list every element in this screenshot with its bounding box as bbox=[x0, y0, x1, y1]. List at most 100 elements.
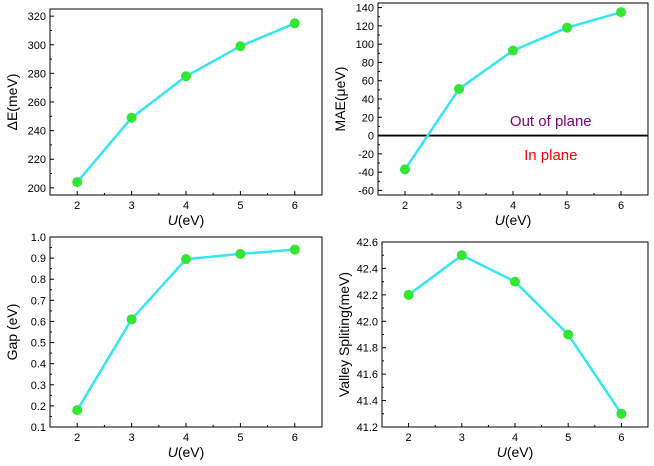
data-point bbox=[126, 314, 137, 325]
y-tick-label: 42.2 bbox=[357, 290, 378, 302]
x-tick-label: 3 bbox=[456, 200, 462, 212]
y-tick-label: 80 bbox=[362, 57, 374, 69]
y-tick-label: 0.3 bbox=[31, 380, 46, 392]
data-point bbox=[562, 22, 572, 33]
data-point bbox=[181, 254, 191, 265]
y-tick-label: 280 bbox=[28, 68, 46, 80]
y-tick-label: 260 bbox=[28, 97, 46, 109]
plot-frame bbox=[381, 241, 649, 428]
data-point bbox=[563, 329, 574, 340]
series-line bbox=[76, 248, 295, 411]
annotation-in-plane: In plane bbox=[524, 147, 577, 164]
y-tick-label: 41.6 bbox=[357, 369, 378, 381]
y-tick-label: 0.9 bbox=[31, 253, 46, 265]
y-tick-label: 0.2 bbox=[31, 401, 46, 413]
plot-frame bbox=[377, 2, 649, 196]
annotation-out-of-plane: Out of plane bbox=[510, 113, 592, 130]
y-tick-label: 42.6 bbox=[357, 237, 378, 249]
y-tick-label: 0.1 bbox=[31, 422, 46, 434]
y-tick-label: 0.7 bbox=[31, 295, 46, 307]
x-axis-label: U(eV) bbox=[168, 444, 205, 460]
y-tick-label: 0.4 bbox=[31, 359, 46, 371]
data-point bbox=[72, 405, 83, 416]
x-axis-label-symbol: U bbox=[497, 444, 508, 460]
y-tick-label: 60 bbox=[362, 76, 374, 88]
data-point bbox=[403, 289, 414, 300]
x-axis-label-symbol: U bbox=[495, 212, 506, 228]
data-point bbox=[126, 112, 137, 123]
y-tick-label: 0.6 bbox=[31, 316, 46, 328]
y-tick-label: 1.0 bbox=[31, 232, 46, 244]
y-tick-label: 0.5 bbox=[31, 338, 46, 350]
y-tick-label: 240 bbox=[28, 126, 46, 138]
series-line bbox=[403, 10, 622, 171]
x-axis-label-unit: (eV) bbox=[505, 212, 531, 228]
x-tick-label: 2 bbox=[402, 200, 408, 212]
data-point bbox=[510, 276, 520, 287]
x-tick-label: 4 bbox=[512, 432, 518, 444]
data-point bbox=[616, 7, 626, 18]
x-tick-label: 6 bbox=[618, 200, 624, 212]
x-axis-label: U(eV) bbox=[497, 444, 534, 460]
plot-frame bbox=[49, 236, 323, 428]
x-tick-label: 5 bbox=[237, 200, 243, 212]
y-tick-label: 42.0 bbox=[357, 316, 378, 328]
y-axis-label: Valley Spliting(meV) bbox=[336, 272, 352, 397]
x-tick-label: 5 bbox=[565, 432, 571, 444]
x-tick-label: 4 bbox=[183, 432, 189, 444]
x-tick-label: 5 bbox=[564, 200, 570, 212]
x-tick-label: 2 bbox=[74, 200, 80, 212]
y-tick-label: 0.8 bbox=[31, 274, 46, 286]
series-line bbox=[76, 22, 296, 183]
data-point bbox=[456, 250, 467, 261]
y-tick-label: 41.8 bbox=[357, 343, 378, 355]
x-axis-label-unit: (eV) bbox=[507, 444, 533, 460]
data-point bbox=[454, 83, 464, 94]
data-point bbox=[400, 164, 410, 175]
data-point bbox=[181, 71, 191, 82]
x-tick-label: 6 bbox=[292, 200, 298, 212]
x-tick-label: 3 bbox=[129, 200, 135, 212]
y-tick-label: 220 bbox=[28, 154, 46, 166]
x-tick-label: 6 bbox=[618, 432, 624, 444]
y-tick-label: 300 bbox=[28, 40, 46, 52]
data-point bbox=[235, 41, 246, 52]
x-tick-label: 4 bbox=[183, 200, 189, 212]
data-point bbox=[616, 408, 627, 419]
y-axis-label: MAE(μeV) bbox=[332, 67, 348, 132]
data-point bbox=[508, 45, 518, 56]
y-tick-label: -40 bbox=[358, 167, 374, 179]
data-point bbox=[72, 177, 83, 188]
y-tick-label: 100 bbox=[356, 39, 374, 51]
x-axis-label: U(eV) bbox=[168, 212, 205, 228]
x-tick-label: 6 bbox=[292, 432, 298, 444]
y-tick-label: 120 bbox=[356, 21, 374, 33]
y-tick-label: -20 bbox=[358, 149, 374, 161]
x-tick-label: 2 bbox=[74, 432, 80, 444]
x-axis-label-unit: (eV) bbox=[178, 212, 204, 228]
x-tick-label: 3 bbox=[129, 432, 135, 444]
y-axis-label: ΔE(meV) bbox=[4, 74, 20, 131]
x-tick-label: 2 bbox=[406, 432, 412, 444]
y-axis-label: Gap (eV) bbox=[4, 304, 20, 361]
y-tick-label: 41.2 bbox=[357, 422, 378, 434]
y-tick-label: -60 bbox=[358, 185, 374, 197]
x-axis-label-unit: (eV) bbox=[178, 444, 204, 460]
y-tick-label: 0 bbox=[368, 131, 374, 143]
data-point bbox=[289, 244, 300, 255]
y-tick-label: 200 bbox=[28, 183, 46, 195]
data-point bbox=[289, 18, 300, 29]
data-point bbox=[235, 248, 246, 259]
x-tick-label: 3 bbox=[459, 432, 465, 444]
y-tick-label: 42.4 bbox=[357, 263, 378, 275]
x-axis-label-symbol: U bbox=[168, 212, 179, 228]
y-tick-label: 20 bbox=[362, 112, 374, 124]
y-tick-label: 320 bbox=[28, 11, 46, 23]
x-axis-label-symbol: U bbox=[168, 444, 179, 460]
x-axis-label: U(eV) bbox=[495, 212, 532, 228]
